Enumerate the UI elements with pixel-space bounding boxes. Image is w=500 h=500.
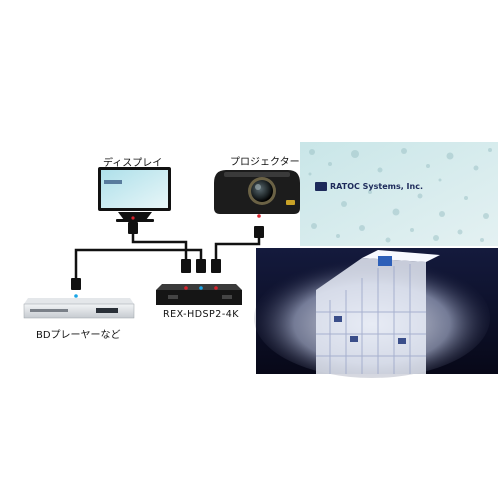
office-building-icon <box>254 248 498 378</box>
projector-icon <box>214 170 300 218</box>
projection-screen <box>300 142 498 246</box>
cable-plugs <box>71 222 264 290</box>
brand-mark-icon <box>315 182 327 191</box>
device-label: REX-HDSP2-4K <box>163 309 240 320</box>
hdmi-cables <box>74 228 261 282</box>
bd-player-label: BDプレーヤーなど <box>36 330 121 341</box>
bd-player-icon <box>23 294 135 319</box>
monitor-icon <box>98 167 171 222</box>
brand-logo: RATOC Systems, Inc. <box>315 182 423 191</box>
brand-name: RATOC Systems, Inc. <box>330 182 424 191</box>
display-label: ディスプレイ <box>103 158 163 169</box>
hdmi-splitter-icon <box>156 284 242 305</box>
projector-label: プロジェクター <box>230 157 300 168</box>
